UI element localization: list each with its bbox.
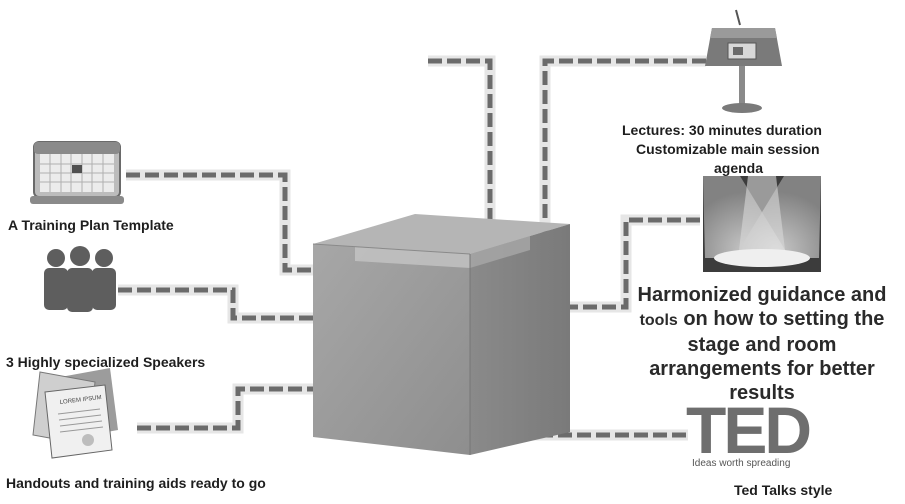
connector-handouts (137, 386, 350, 431)
handout-doc-text: LOREM IPSUM (60, 395, 102, 406)
lectern-icon (705, 9, 782, 113)
handouts-icon: LOREM IPSUM (32, 368, 118, 459)
label-lectures-line3: agenda (714, 160, 764, 176)
connector-training-plan (126, 172, 320, 273)
label-lectures-line1: Lectures: 30 minutes duration (622, 122, 822, 138)
label-lectures-line2: Customizable main session (636, 141, 820, 157)
guidance-text: Harmonized guidance and tools on how to … (626, 283, 898, 405)
svg-text:Ideas worth spreading: Ideas worth spreading (692, 458, 790, 469)
ted-logo: TED Ideas worth spreading (686, 393, 812, 469)
guidance-line2: tools on how to setting the (639, 308, 885, 330)
guidance-word-tools: tools (639, 312, 678, 329)
connector-speakers (118, 287, 332, 321)
connector-top-left (428, 58, 493, 243)
spotlight-icon (703, 176, 821, 272)
guidance-line3: stage and room (687, 334, 837, 356)
connector-lectern (542, 58, 706, 243)
guidance-line4: arrangements for better (649, 358, 875, 380)
label-handouts: Handouts and training aids ready to go (6, 475, 266, 491)
label-ted-style: Ted Talks style (734, 482, 833, 498)
connectors (118, 58, 706, 438)
guidance-line1: Harmonized guidance and (637, 284, 887, 306)
guidance-line5: results (729, 382, 795, 404)
connector-spotlight (545, 217, 700, 310)
svg-text:TED: TED (686, 393, 809, 467)
label-training-plan: A Training Plan Template (8, 217, 174, 233)
box-image (312, 214, 570, 455)
label-speakers: 3 Highly specialized Speakers (6, 354, 206, 370)
calendar-icon (30, 141, 124, 204)
speakers-icon (44, 246, 116, 312)
